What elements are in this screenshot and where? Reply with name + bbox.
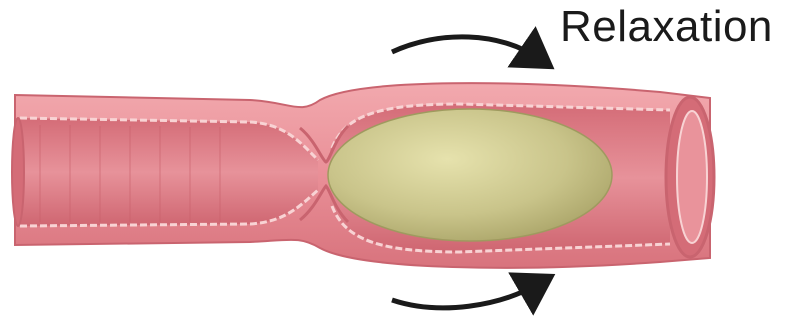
curved-arrow-top-icon	[392, 37, 538, 58]
lumen-left	[20, 118, 318, 226]
curved-arrow-bottom-icon	[392, 284, 538, 308]
tube-opening-right-inner	[677, 111, 707, 243]
food-bolus	[328, 109, 612, 241]
relaxation-label: Relaxation	[560, 2, 773, 52]
tube-opening-left	[12, 118, 24, 226]
